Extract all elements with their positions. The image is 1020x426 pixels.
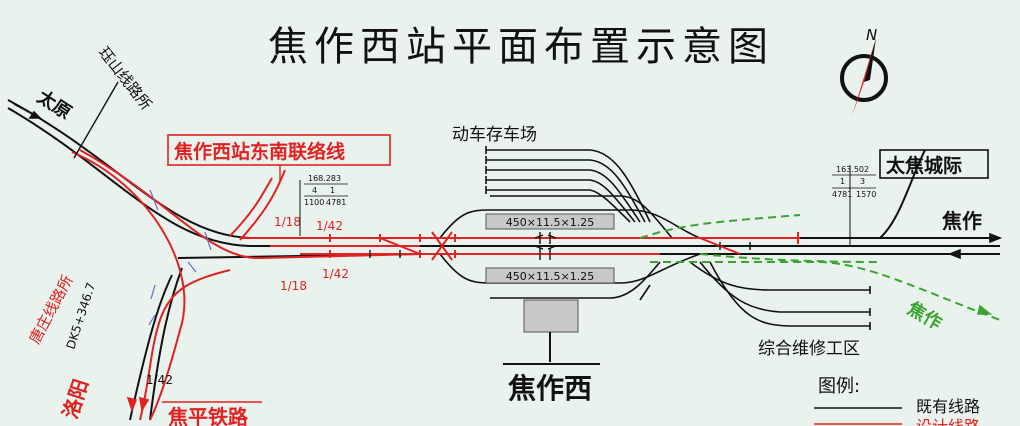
station-building: 焦作西 xyxy=(503,299,600,405)
turnout-1-42-lower: 1/42 xyxy=(322,267,349,281)
luoyang-label: 洛阳 xyxy=(58,376,93,421)
curve-right-top: 163.502 xyxy=(836,165,869,174)
boundary-marks xyxy=(148,189,212,326)
turnout-1-18-lower: 1/18 xyxy=(280,279,307,293)
legend-planned-label: 设计线路 xyxy=(916,417,980,426)
jiaozuo-label: 焦作 xyxy=(942,209,982,233)
curve-right-mid-r: 3 xyxy=(860,177,865,186)
curve-right-bot-r: 1570 xyxy=(856,190,876,199)
yard-turnout-marks xyxy=(369,232,751,260)
diagram-title: 焦作西站平面布置示意图 xyxy=(268,24,774,70)
turnout-1-42-upper: 1/42 xyxy=(316,219,343,233)
left-arrows xyxy=(126,396,150,413)
turnout-1-42-left: 1/42 xyxy=(146,373,173,387)
curve-left-bot-l: 1100 xyxy=(304,198,324,207)
jiaozuo-green-label: 焦作 xyxy=(903,297,946,335)
taijiao-callout: 太焦城际 xyxy=(879,149,989,179)
curve-right-bot-l: 4781 xyxy=(832,190,852,199)
depot-tracks xyxy=(486,149,651,223)
turnout-1-18-upper: 1/18 xyxy=(274,215,301,229)
taijiao-line xyxy=(879,149,926,239)
jueshan-label: 珏山线路所 xyxy=(95,43,155,113)
platform-2-label: 450×11.5×1.25 xyxy=(506,270,594,283)
jiaoping-label: 焦平铁路 xyxy=(168,405,249,426)
direction-arrows xyxy=(13,103,1003,260)
platform-1-label: 450×11.5×1.25 xyxy=(506,216,594,229)
curve-left-mid-l: 4 xyxy=(312,186,317,195)
curve-data-left: 168.283 4 1 1100 4781 xyxy=(299,174,348,236)
future-arrows xyxy=(976,304,993,315)
planned-turnouts xyxy=(329,231,799,261)
liaison-callout: 焦作西站东南联络线 xyxy=(167,134,391,182)
platform-2: 450×11.5×1.25 xyxy=(485,267,615,284)
station-name: 焦作西 xyxy=(508,372,592,405)
curve-left-mid-r: 1 xyxy=(330,186,335,195)
legend: 图例: 既有线路 设计线路 xyxy=(814,376,980,426)
curve-data-right: 163.502 1 3 4781 1570 xyxy=(832,165,876,246)
compass-north-label: N xyxy=(866,26,877,44)
jueshan-callout: 珏山线路所 xyxy=(73,43,155,159)
compass-icon: N xyxy=(840,26,888,116)
existing-lines-left xyxy=(7,99,1000,421)
curve-left-bot-r: 4781 xyxy=(326,198,346,207)
curve-left-top: 168.283 xyxy=(308,174,341,183)
taijiao-label: 太焦城际 xyxy=(886,154,962,177)
curve-right-mid-l: 1 xyxy=(840,177,845,186)
liaison-label: 焦作西站东南联络线 xyxy=(173,140,345,163)
legend-existing-label: 既有线路 xyxy=(916,397,980,416)
maintenance-label: 综合维修工区 xyxy=(758,339,860,359)
planned-lines xyxy=(71,149,800,421)
future-lines xyxy=(639,214,1001,321)
depot-label: 动车存车场 xyxy=(452,125,537,145)
maintenance-tracks xyxy=(639,261,871,330)
legend-title: 图例: xyxy=(818,376,860,397)
platform-1: 450×11.5×1.25 xyxy=(485,213,615,230)
